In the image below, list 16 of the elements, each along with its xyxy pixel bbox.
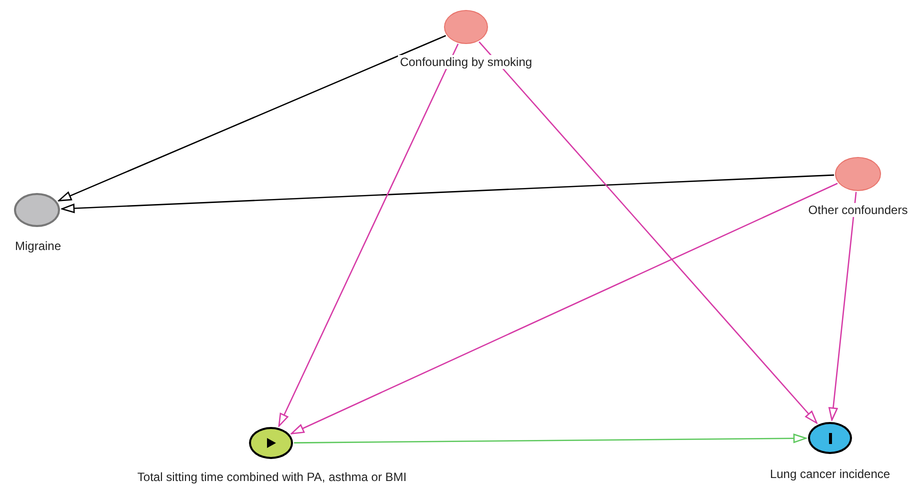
outcome-node bbox=[808, 422, 852, 454]
arrow bbox=[278, 44, 459, 427]
confounder-node bbox=[835, 157, 881, 191]
exposure-node bbox=[249, 427, 293, 459]
variable-node bbox=[14, 193, 60, 227]
node-label: Confounding by smoking bbox=[398, 55, 534, 69]
arrow bbox=[58, 35, 446, 202]
arrow bbox=[478, 41, 818, 424]
node-label: Other confounders bbox=[806, 203, 910, 217]
arrow bbox=[61, 174, 834, 214]
arrow bbox=[290, 182, 838, 434]
arrow bbox=[294, 434, 807, 444]
arrow bbox=[828, 192, 857, 421]
node-label: Lung cancer incidence bbox=[768, 467, 892, 481]
node-label: Migraine bbox=[12, 239, 64, 253]
confounder-node bbox=[444, 10, 488, 44]
